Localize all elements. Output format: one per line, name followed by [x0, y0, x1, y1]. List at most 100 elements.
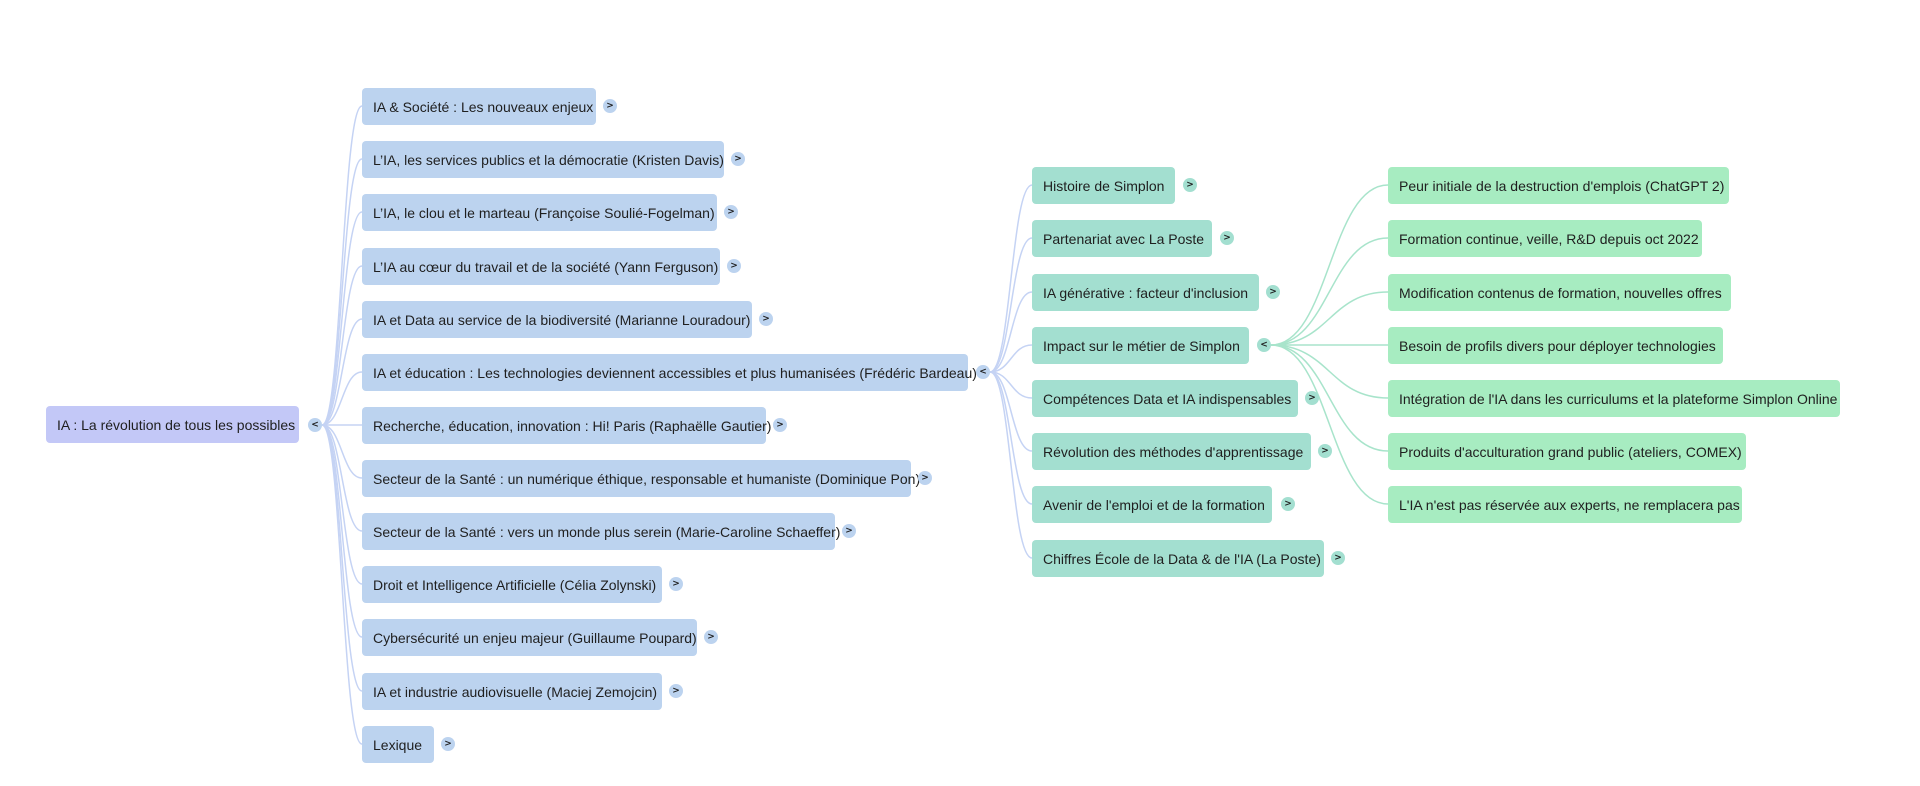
branch-node-education[interactable]: IA et éducation : Les technologies devie… — [362, 354, 977, 391]
edge-root-branch — [321, 424, 363, 745]
edge-branch-subtopic — [989, 371, 1033, 505]
collapse-chevron-icon[interactable]: < — [976, 365, 990, 379]
detail-label: Intégration de l'IA dans les curriculums… — [1399, 390, 1838, 407]
edge-subtopic-detail — [1270, 344, 1389, 452]
expand-chevron-icon[interactable]: > — [441, 737, 455, 751]
branch-node[interactable]: Lexique — [362, 726, 434, 763]
expand-chevron-icon[interactable]: > — [603, 99, 617, 113]
detail-node[interactable]: Besoin de profils divers pour déployer t… — [1388, 327, 1723, 364]
branch-node[interactable]: L’IA au cœur du travail et de la société… — [362, 248, 720, 285]
detail-node[interactable]: Modification contenus de formation, nouv… — [1388, 274, 1731, 311]
branch-node[interactable]: Secteur de la Santé : un numérique éthiq… — [362, 460, 920, 497]
expand-chevron-icon[interactable]: > — [704, 630, 718, 644]
edge-branch-subtopic — [989, 291, 1033, 373]
subtopic-node[interactable]: Révolution des méthodes d'apprentissage — [1032, 433, 1311, 470]
branch-label: IA et éducation : Les technologies devie… — [373, 364, 977, 381]
expand-chevron-icon[interactable]: > — [1281, 497, 1295, 511]
root-node-label: IA : La révolution de tous les possibles — [57, 416, 296, 433]
collapse-chevron-icon[interactable]: < — [1257, 338, 1271, 352]
subtopic-label: Révolution des méthodes d'apprentissage — [1043, 443, 1304, 460]
branch-node[interactable]: L’IA, le clou et le marteau (Françoise S… — [362, 194, 717, 231]
subtopic-node[interactable]: Chiffres École de la Data & de l'IA (La … — [1032, 540, 1324, 577]
subtopic-node[interactable]: Avenir de l'emploi et de la formation — [1032, 486, 1272, 523]
branch-label: Secteur de la Santé : un numérique éthiq… — [373, 470, 921, 487]
subtopic-label: Partenariat avec La Poste — [1043, 230, 1205, 247]
edge-root-branch — [321, 424, 363, 638]
subtopic-node-impact[interactable]: Impact sur le métier de Simplon — [1032, 327, 1249, 364]
branch-node[interactable]: Cybersécurité un enjeu majeur (Guillaume… — [362, 619, 697, 656]
branch-label: L’IA, les services publics et la démocra… — [373, 151, 724, 168]
edge-root-branch — [321, 105, 363, 426]
branch-label: IA et industrie audiovisuelle (Maciej Ze… — [373, 683, 658, 700]
expand-chevron-icon[interactable]: > — [1183, 178, 1197, 192]
edge-branch-subtopic — [989, 371, 1033, 399]
branch-label: Secteur de la Santé : vers un monde plus… — [373, 523, 841, 540]
expand-chevron-icon[interactable]: > — [1266, 285, 1280, 299]
detail-node[interactable]: L'IA n'est pas réservée aux experts, ne … — [1388, 486, 1742, 523]
detail-label: Produits d'acculturation grand public (a… — [1399, 443, 1742, 460]
detail-node[interactable]: Peur initiale de la destruction d'emploi… — [1388, 167, 1729, 204]
subtopic-label: Histoire de Simplon — [1043, 177, 1165, 194]
edge-root-branch — [321, 211, 363, 426]
edge-root-branch — [321, 424, 363, 585]
edge-subtopic-detail — [1270, 291, 1389, 346]
expand-chevron-icon[interactable]: > — [1331, 551, 1345, 565]
branch-node[interactable]: L’IA, les services publics et la démocra… — [362, 141, 724, 178]
branch-node[interactable]: Secteur de la Santé : vers un monde plus… — [362, 513, 840, 550]
detail-label: L'IA n'est pas réservée aux experts, ne … — [1399, 496, 1740, 513]
edge-branch-subtopic — [989, 344, 1033, 373]
expand-chevron-icon[interactable]: > — [669, 577, 683, 591]
detail-label: Peur initiale de la destruction d'emploi… — [1399, 177, 1725, 194]
subtopic-label: Compétences Data et IA indispensables — [1043, 390, 1292, 407]
branch-label: L’IA au cœur du travail et de la société… — [373, 258, 719, 275]
expand-chevron-icon[interactable]: > — [1305, 391, 1319, 405]
edge-subtopic-detail — [1270, 184, 1389, 346]
edge-root-branch — [321, 424, 363, 479]
branch-node[interactable]: Droit et Intelligence Artificielle (Céli… — [362, 566, 662, 603]
edge-branch-subtopic — [989, 371, 1033, 452]
subtopic-label: Chiffres École de la Data & de l'IA (La … — [1043, 550, 1321, 567]
expand-chevron-icon[interactable]: > — [1318, 444, 1332, 458]
branch-label: IA & Société : Les nouveaux enjeux — [373, 98, 594, 115]
subtopic-node[interactable]: Compétences Data et IA indispensables — [1032, 380, 1298, 417]
detail-node[interactable]: Formation continue, veille, R&D depuis o… — [1388, 220, 1702, 257]
subtopic-node[interactable]: IA générative : facteur d'inclusion — [1032, 274, 1259, 311]
subtopic-label: Avenir de l'emploi et de la formation — [1043, 496, 1265, 513]
branch-label: L’IA, le clou et le marteau (Françoise S… — [373, 204, 715, 221]
subtopic-node[interactable]: Histoire de Simplon — [1032, 167, 1175, 204]
branch-node[interactable]: IA et Data au service de la biodiversité… — [362, 301, 752, 338]
expand-chevron-icon[interactable]: > — [842, 524, 856, 538]
expand-chevron-icon[interactable]: > — [1220, 231, 1234, 245]
expand-chevron-icon[interactable]: > — [727, 259, 741, 273]
expand-chevron-icon[interactable]: > — [918, 471, 932, 485]
branch-node[interactable]: IA et industrie audiovisuelle (Maciej Ze… — [362, 673, 662, 710]
edge-branch-subtopic — [989, 237, 1033, 373]
branch-label: Lexique — [373, 736, 423, 753]
branch-label: IA et Data au service de la biodiversité… — [373, 311, 751, 328]
expand-chevron-icon[interactable]: > — [773, 418, 787, 432]
branch-node[interactable]: IA & Société : Les nouveaux enjeux — [362, 88, 596, 125]
branch-node[interactable]: Recherche, éducation, innovation : Hi! P… — [362, 407, 771, 444]
detail-node[interactable]: Produits d'acculturation grand public (a… — [1388, 433, 1746, 470]
expand-chevron-icon[interactable]: > — [724, 205, 738, 219]
edge-subtopic-detail — [1270, 237, 1389, 346]
collapse-chevron-icon[interactable]: < — [308, 418, 322, 432]
subtopic-label: IA générative : facteur d'inclusion — [1043, 284, 1249, 301]
edge-root-branch — [321, 371, 363, 426]
expand-chevron-icon[interactable]: > — [669, 684, 683, 698]
branch-label: Droit et Intelligence Artificielle (Céli… — [373, 576, 657, 593]
detail-label: Besoin de profils divers pour déployer t… — [1399, 337, 1716, 354]
subtopic-node[interactable]: Partenariat avec La Poste — [1032, 220, 1212, 257]
expand-chevron-icon[interactable]: > — [759, 312, 773, 326]
edge-branch-subtopic — [989, 371, 1033, 559]
edge-subtopic-detail — [1270, 344, 1389, 399]
subtopic-label: Impact sur le métier de Simplon — [1043, 337, 1240, 354]
edge-root-branch — [321, 265, 363, 426]
detail-node[interactable]: Intégration de l'IA dans les curriculums… — [1388, 380, 1840, 417]
detail-label: Formation continue, veille, R&D depuis o… — [1399, 230, 1699, 247]
edge-root-branch — [321, 424, 363, 692]
root-node[interactable]: IA : La révolution de tous les possibles — [46, 406, 299, 443]
expand-chevron-icon[interactable]: > — [731, 152, 745, 166]
